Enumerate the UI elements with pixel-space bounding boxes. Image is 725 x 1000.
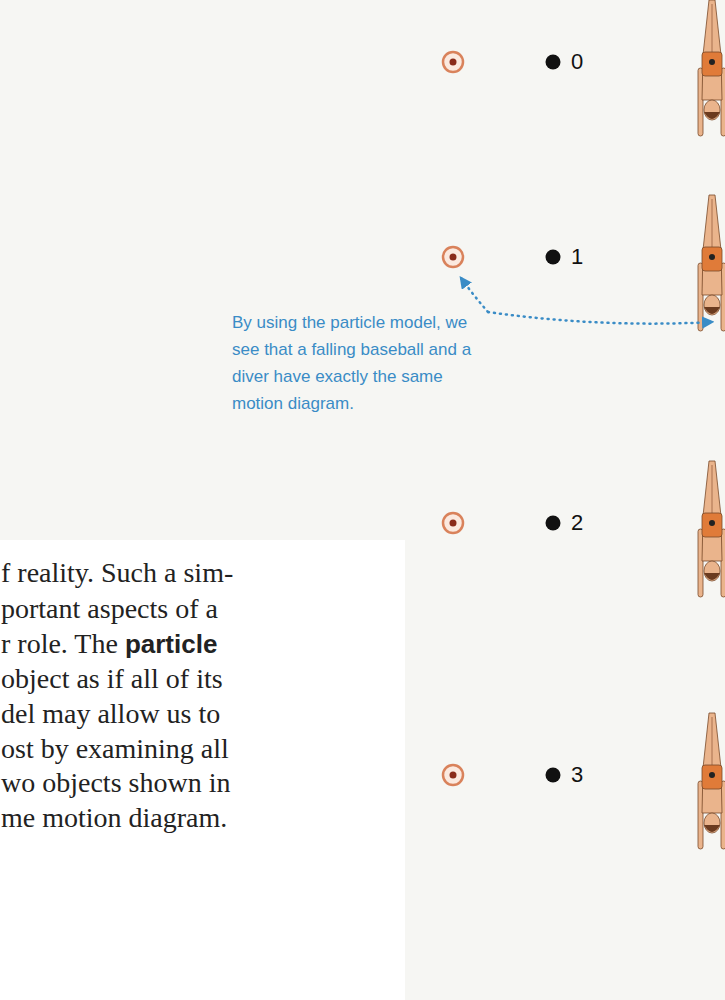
position-number: 3	[571, 762, 583, 788]
motion-frame	[443, 0, 725, 136]
diver-figure	[698, 713, 725, 849]
body-text: me motion diagram.	[1, 801, 227, 835]
body-text: object as if all of its	[1, 662, 223, 696]
baseball-marker	[443, 52, 463, 72]
body-text: del may allow us to	[1, 697, 220, 731]
diver-figure	[698, 0, 725, 136]
text-column	[0, 540, 405, 1000]
baseball-center	[450, 59, 457, 66]
position-number: 2	[571, 510, 583, 536]
baseball-marker	[443, 765, 463, 785]
particle-dot	[546, 250, 561, 265]
particle-dot	[546, 768, 561, 783]
leader-arrow	[461, 278, 488, 312]
baseball-center	[450, 520, 457, 527]
position-number: 1	[571, 244, 583, 270]
body-text: ost by examining all	[1, 732, 229, 766]
body-text: f reality. Such a sim-	[1, 556, 233, 590]
position-number: 0	[571, 49, 583, 75]
baseball-marker	[443, 513, 463, 533]
baseball-marker	[443, 247, 463, 267]
body-text: wo objects shown in	[1, 766, 230, 800]
body-text: r role. The	[1, 627, 118, 661]
callout-note: By using the particle model, we see that…	[232, 309, 480, 417]
baseball-center	[450, 254, 457, 261]
diver-figure	[698, 461, 725, 597]
particle-dot	[546, 516, 561, 531]
baseball-center	[450, 772, 457, 779]
motion-frame	[443, 461, 725, 597]
body-text: portant aspects of a	[1, 592, 218, 626]
leader-arrow	[488, 312, 712, 324]
key-term: particle	[125, 627, 218, 661]
particle-dot	[546, 55, 561, 70]
diver-figure	[698, 195, 725, 331]
motion-frame	[443, 195, 725, 331]
motion-frame	[443, 713, 725, 849]
